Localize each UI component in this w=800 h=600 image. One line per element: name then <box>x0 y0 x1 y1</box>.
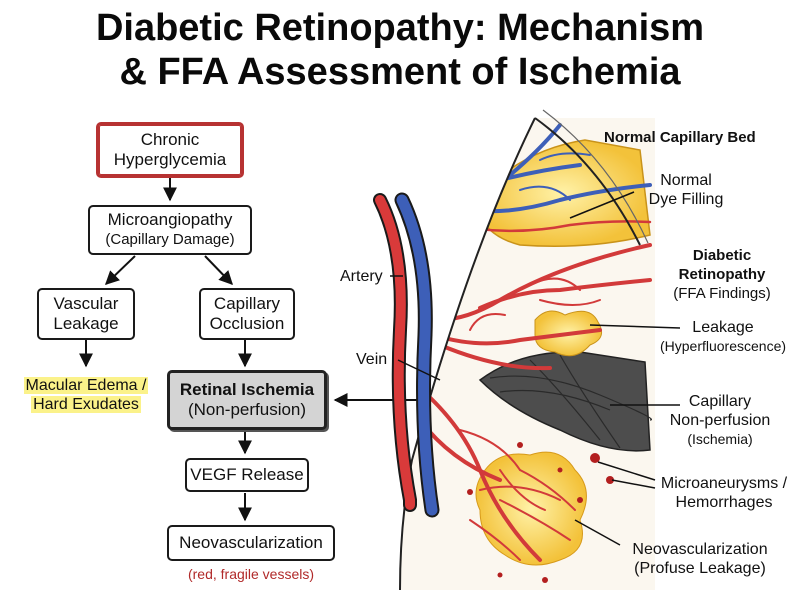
macular-edema-label: Macular Edema / Hard Exudates <box>23 377 149 413</box>
leak-line1: Vascular <box>53 294 119 313</box>
chronic-line1: Chronic <box>140 130 200 149</box>
dr-heading: Diabetic Retinopathy (FFA Findings) <box>673 247 771 302</box>
neovascularization-blob <box>475 451 587 566</box>
neovascularization-box: Neovascularization <box>167 525 335 561</box>
normal-dye-label: Normal Dye Filling <box>648 172 724 208</box>
occl-line1: Capillary <box>213 294 281 313</box>
chronic-line2: Hyperglycemia <box>113 150 227 169</box>
microangiopathy-box: Microangiopathy (Capillary Damage) <box>88 205 252 255</box>
vascular-leakage-box: Vascular Leakage <box>37 288 135 340</box>
neovascularization-note: (red, fragile vessels) <box>187 566 315 582</box>
leak-line2: Leakage <box>53 314 119 333</box>
artery-label: Artery <box>340 268 383 285</box>
vein-label: Vein <box>356 351 388 368</box>
normal-capillary-header: Normal Capillary Bed <box>604 129 756 146</box>
ischemia-line1: Retinal Ischemia <box>179 380 315 399</box>
capillary-occlusion-box: Capillary Occlusion <box>199 288 295 340</box>
retinal-ischemia-box: Retinal Ischemia (Non-perfusion) <box>167 370 327 430</box>
vegf-label: VEGF Release <box>190 465 304 484</box>
leakage-label: Leakage (Hyperfluorescence) <box>659 319 787 354</box>
occl-line2: Occlusion <box>209 314 285 333</box>
chronic-hyperglycemia-box: Chronic Hyperglycemia <box>96 122 244 178</box>
neo-label: Neovascularization <box>179 533 323 552</box>
page-title: Diabetic Retinopathy: Mechanism & FFA As… <box>95 7 705 93</box>
neovascularization-finding-label: Neovascularization (Profuse Leakage) <box>632 541 768 577</box>
ischemia-line2: (Non-perfusion) <box>187 400 307 419</box>
microaneurysms-label: Microaneurysms / Hemorrhages <box>660 475 788 511</box>
micro-line1: Microangiopathy <box>107 210 233 229</box>
nonperfusion-label: Capillary Non-perfusion (Ischemia) <box>669 393 771 447</box>
vegf-release-box: VEGF Release <box>185 458 309 492</box>
micro-line2: (Capillary Damage) <box>105 231 235 248</box>
